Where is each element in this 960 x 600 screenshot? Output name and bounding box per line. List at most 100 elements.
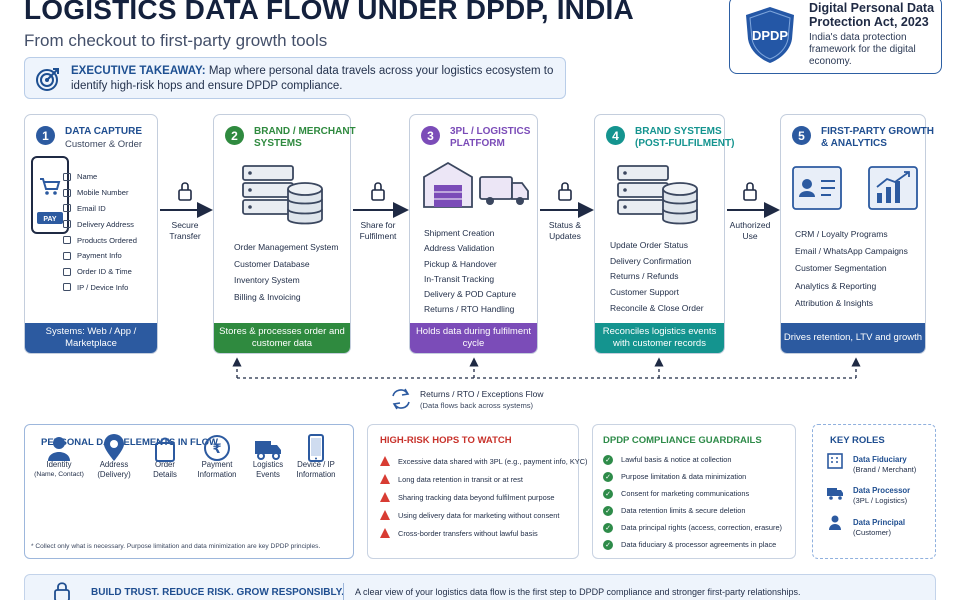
returns-flow-title: Returns / RTO / Exceptions Flow xyxy=(420,389,544,399)
list-item: Billing & Invoicing xyxy=(234,291,301,302)
stage-footer: Drives retention, LTV and growth xyxy=(781,323,925,353)
risk-item: Cross-border transfers without lawful ba… xyxy=(380,524,588,542)
stage-subtitle: Customer & Order xyxy=(65,139,143,150)
dpdp-act-title: Digital Personal Data Protection Act, 20… xyxy=(809,1,935,29)
brand-systems-list: Order Management System Customer Databas… xyxy=(234,239,338,305)
stage-title: FIRST-PARTY GROWTH & ANALYTICS xyxy=(821,126,934,149)
stage-number: 1 xyxy=(36,126,55,145)
role-data-fiduciary: Data Fiduciary(Brand / Merchant) xyxy=(853,455,917,474)
takeaway-text: Map where personal data travels across y… xyxy=(71,65,554,92)
truck-icon xyxy=(827,488,843,500)
stage-number: 5 xyxy=(792,126,811,145)
stage-card-growth-analytics: 5 FIRST-PARTY GROWTH & ANALYTICS CRM / L… xyxy=(780,114,934,354)
risk-item: Excessive data shared with 3PL (e.g., pa… xyxy=(380,452,588,470)
stage-card-post-fulfilment: 4 BRAND SYSTEMS (POST-FULFILMENT) Update… xyxy=(594,114,734,354)
dpdp-act-badge: DPDP Digital Personal Data Protection Ac… xyxy=(729,0,942,74)
bottom-banner: BUILD TRUST. REDUCE RISK. GROW RESPONSIB… xyxy=(24,574,936,600)
stage-title: 3PL / LOGISTICS PLATFORM xyxy=(450,126,531,149)
personal-data-elements-panel: PERSONAL DATA ELEMENTS IN FLOW * Collect… xyxy=(24,424,354,559)
list-item: In-Transit Tracking xyxy=(424,273,495,284)
list-item: Address Validation xyxy=(424,243,495,254)
list-item: Mobile Number xyxy=(63,185,137,201)
stage-footer: Stores & processes order and customer da… xyxy=(214,323,350,353)
list-item: Analytics & Reporting xyxy=(795,280,877,291)
lock-icon xyxy=(371,182,385,201)
flow-label: Authorized Use xyxy=(729,220,771,241)
lock-icon xyxy=(558,182,572,201)
smartphone-icon xyxy=(308,434,324,462)
stage-title: BRAND SYSTEMS (POST-FULFILMENT) xyxy=(635,126,735,149)
role-data-principal: Data Principal(Customer) xyxy=(853,518,905,537)
shopping-bag-icon xyxy=(155,437,175,462)
check-icon: ✓ xyxy=(603,505,613,516)
stage-card-data-capture: 1 DATA CAPTURE Customer & Order PAY Name… xyxy=(24,114,158,354)
role-data-processor: Data Processor(3PL / Logistics) xyxy=(853,486,911,505)
flow-label: Secure Transfer xyxy=(169,220,201,241)
panel-note: * Collect only what is necessary. Purpos… xyxy=(31,543,321,550)
cycle-icon xyxy=(392,388,410,410)
stage-title: BRAND / MERCHANT SYSTEMS xyxy=(254,126,356,149)
crm-analytics-icon xyxy=(792,166,918,210)
dpdp-shield-text: DPDP xyxy=(752,28,788,43)
stage-number: 4 xyxy=(606,126,625,145)
takeaway-label: EXECUTIVE TAKEAWAY: xyxy=(71,65,206,77)
person-icon xyxy=(829,515,841,530)
list-item: Update Order Status xyxy=(610,240,688,250)
list-item: Attribution & Insights xyxy=(795,297,873,308)
guardrail-item: ✓Data principal rights (access, correcti… xyxy=(603,519,782,536)
flow-label: Status & Updates xyxy=(548,220,582,241)
truck-icon xyxy=(255,441,281,460)
list-item: IP / Device Info xyxy=(63,280,137,296)
list-item: Payment Info xyxy=(63,248,137,264)
list-item: Shipment Creation xyxy=(424,228,495,238)
guardrail-list: ✓Lawful basis & notice at collection ✓Pu… xyxy=(603,451,782,553)
warning-icon xyxy=(380,492,390,502)
logistics-list: Shipment Creation Address Validation Pic… xyxy=(424,226,516,318)
lock-icon xyxy=(54,582,70,600)
risk-item: Sharing tracking data beyond fulfilment … xyxy=(380,488,588,506)
guardrail-item: ✓Data fiduciary & processor agreements i… xyxy=(603,536,782,553)
building-icon xyxy=(827,453,843,469)
person-icon xyxy=(48,437,70,461)
warning-icon xyxy=(380,474,390,484)
guardrail-item: ✓Data retention limits & secure deletion xyxy=(603,502,782,519)
list-item: Customer Support xyxy=(610,287,679,298)
bottom-title: BUILD TRUST. REDUCE RISK. GROW RESPONSIB… xyxy=(91,587,344,598)
panel-title: PERSONAL DATA ELEMENTS IN FLOW xyxy=(41,437,218,448)
returns-flow-sub: (Data flows back across systems) xyxy=(420,401,534,410)
stage-number: 2 xyxy=(225,126,244,145)
rupee-icon: ₹ xyxy=(204,435,230,461)
growth-list: CRM / Loyalty Programs Email / WhatsApp … xyxy=(795,226,908,312)
page-subtitle: From checkout to first-party growth tool… xyxy=(24,31,328,50)
post-fulfilment-list: Update Order Status Delivery Confirmatio… xyxy=(610,238,704,317)
warning-icon xyxy=(380,510,390,520)
list-item: Customer Segmentation xyxy=(795,263,887,274)
server-database-icon xyxy=(242,165,323,225)
role-icons xyxy=(827,453,843,530)
target-icon xyxy=(36,68,59,91)
stage-footer: Systems: Web / App / Marketplace xyxy=(25,323,157,353)
list-item: Order ID & Time xyxy=(63,264,137,280)
list-item: Email / WhatsApp Campaigns xyxy=(795,246,908,257)
page-title: LOGISTICS DATA FLOW UNDER DPDP, INDIA xyxy=(24,0,634,25)
list-item: Reconcile & Close Order xyxy=(610,302,704,313)
stage-number: 3 xyxy=(421,126,440,145)
panel-title: KEY ROLES xyxy=(830,435,885,446)
pay-button-label: PAY xyxy=(43,216,57,223)
stage-card-3pl-logistics: 3 3PL / LOGISTICS PLATFORM Shipment Crea… xyxy=(409,114,538,354)
lock-icon xyxy=(743,182,757,201)
bottom-text: A clear view of your logistics data flow… xyxy=(355,587,801,597)
flow-connectors xyxy=(160,182,861,410)
high-risk-hops-panel: HIGH-RISK HOPS TO WATCH Excessive data s… xyxy=(367,424,588,559)
list-item: Pickup & Handover xyxy=(424,258,497,269)
check-icon: ✓ xyxy=(603,454,613,465)
risk-list: Excessive data shared with 3PL (e.g., pa… xyxy=(380,452,588,542)
check-icon: ✓ xyxy=(603,488,613,499)
returns-loop xyxy=(232,357,861,379)
list-item: Delivery Confirmation xyxy=(610,255,692,266)
smartphone-checkout-icon: PAY xyxy=(31,156,69,234)
list-item: Email ID xyxy=(63,201,137,217)
